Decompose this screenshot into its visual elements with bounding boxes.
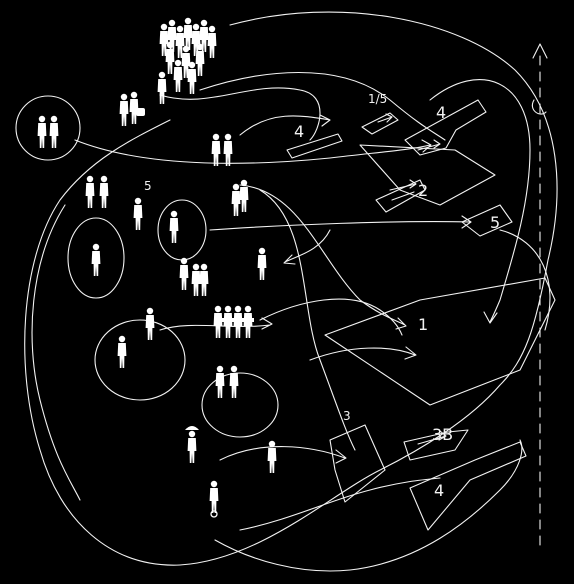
- standing-figure: [170, 211, 179, 243]
- flow-5-right: [500, 230, 550, 330]
- flow-down-left: [284, 230, 330, 264]
- flow-left-long: [75, 140, 431, 163]
- outer-loop: [25, 12, 557, 565]
- loop-figure: [158, 200, 206, 260]
- flow-mid-to-1: [310, 347, 416, 360]
- plot-label-3: 3: [343, 409, 351, 423]
- plot-3-shape: [330, 425, 385, 502]
- loop-pair: [202, 373, 278, 437]
- plot-1-shape: [325, 278, 555, 405]
- pair-figures-holding: [86, 176, 109, 208]
- flow-to-3: [220, 447, 346, 463]
- plot-label-4-right: 4: [436, 103, 446, 122]
- flow-to-4: [240, 115, 330, 135]
- flow-to-5: [210, 216, 471, 230]
- flow-bottom-left: [32, 205, 80, 500]
- pair-figures-lower: [216, 366, 239, 398]
- plot-arrows: [378, 114, 446, 444]
- seated-table-figures: [214, 306, 254, 338]
- small-group-figures: [180, 258, 209, 296]
- crowd-figures: [158, 18, 217, 104]
- group-label-5: 5: [144, 179, 152, 193]
- walker-figure-lower: [268, 441, 277, 473]
- plot-label-5: 5: [490, 213, 500, 232]
- plot-4-bottom-shape: [410, 442, 526, 530]
- plot-label-4-bottom: 4: [434, 481, 444, 500]
- walker-figure: [92, 244, 101, 276]
- loop-left-couple: [16, 96, 80, 160]
- stroller-figures: [120, 92, 145, 126]
- flow-lines: [16, 12, 557, 571]
- couple-figures-left: [38, 116, 59, 148]
- plot-label-2: 2: [418, 181, 428, 200]
- plot-1-5-shape: [362, 113, 398, 134]
- umbrella-figure: [185, 426, 199, 463]
- flow-top-to-4-right: [200, 73, 445, 141]
- plot-label-1: 1: [418, 315, 428, 334]
- sitter-figure: [118, 336, 127, 368]
- couple-figures-center: [212, 134, 233, 166]
- tall-figure: [146, 308, 155, 340]
- single-figure: [134, 198, 143, 230]
- loop-sitter: [95, 320, 185, 400]
- plot-label-1-5: 1/5: [368, 92, 387, 106]
- dashed-axis: [532, 44, 547, 545]
- lone-figure-right: [258, 248, 267, 280]
- plot-label-4-upper: 4: [294, 122, 304, 141]
- cyclist-figure: [210, 481, 219, 517]
- plot-label-3b: 3B: [432, 425, 453, 444]
- flow-1-mid: [260, 299, 402, 335]
